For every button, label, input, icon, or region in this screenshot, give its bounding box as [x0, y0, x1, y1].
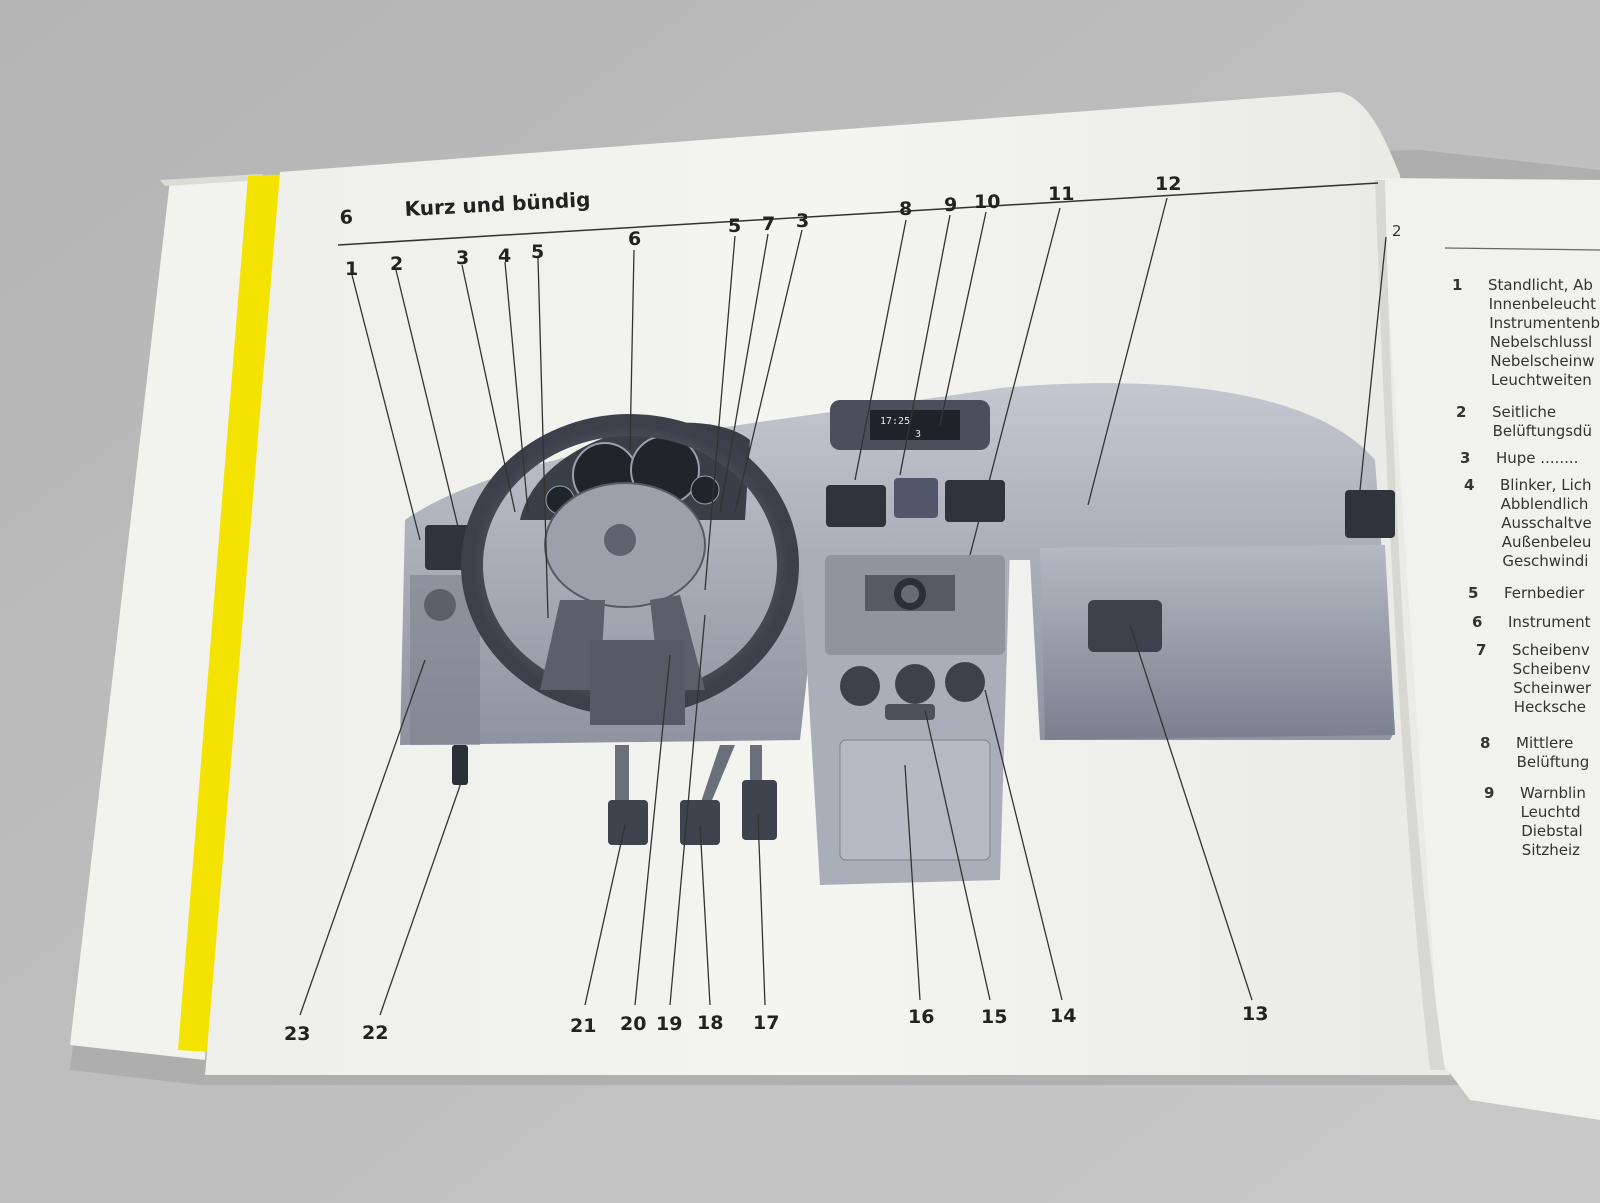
right-item-line: Belüftungsdü: [1493, 422, 1592, 440]
callout-3b: 3: [796, 210, 809, 232]
right-item-number: 4: [1464, 476, 1474, 494]
callout-13: 13: [1242, 1003, 1268, 1025]
right-item-line: Seitliche: [1492, 403, 1556, 421]
callout-2: 2: [390, 253, 403, 275]
callout-19: 19: [656, 1013, 682, 1035]
glovebox-handle: [1088, 600, 1162, 652]
right-item-number: 1: [1452, 276, 1462, 294]
right-item-number: 5: [1468, 584, 1478, 602]
right-item-number: 7: [1476, 641, 1486, 659]
callout-12: 12: [1155, 173, 1181, 195]
right-item-line: Leuchtweiten: [1491, 371, 1592, 389]
page-number: 6: [339, 206, 353, 229]
callout-14: 14: [1050, 1005, 1076, 1027]
right-item-line: Hecksche: [1514, 698, 1586, 716]
right-item-line: Abblendlich: [1501, 495, 1589, 513]
dashboard-illustration: 17:25 3: [400, 383, 1395, 885]
callout-17: 17: [753, 1012, 779, 1034]
display-time: 17:25: [880, 416, 910, 427]
display-line2: 3: [915, 429, 921, 440]
callout-20: 20: [620, 1013, 646, 1035]
right-item-line: Ausschaltve: [1501, 514, 1592, 532]
right-item-number: 6: [1472, 613, 1482, 631]
right-item-line: Scheibenv: [1512, 641, 1590, 659]
bonnet-release: [452, 745, 468, 785]
right-page: [1380, 178, 1600, 1120]
clutch-pedal: [608, 800, 648, 845]
callout-3: 3: [456, 247, 469, 269]
callout-21: 21: [570, 1015, 596, 1037]
right-item-number: 2: [1456, 403, 1466, 421]
callout-18: 18: [697, 1012, 723, 1034]
right-item-number: 8: [1480, 734, 1490, 752]
right-item-line: Warnblin: [1520, 784, 1586, 802]
callout-4: 4: [498, 245, 511, 267]
right-page-callout: 2: [1392, 222, 1402, 240]
right-item-line: Instrument: [1508, 613, 1591, 631]
callout-1: 1: [345, 258, 358, 280]
right-item-line: Nebelschlussl: [1490, 333, 1592, 351]
right-item-line: Fernbedier: [1504, 584, 1585, 602]
right-item-line: Außenbeleu: [1502, 533, 1592, 551]
callout-9: 9: [944, 194, 957, 216]
right-item-line: Blinker, Lich: [1500, 476, 1592, 494]
right-item-line: Diebstal: [1521, 822, 1583, 840]
callout-5: 5: [531, 241, 544, 263]
right-item-line: Leuchtd: [1521, 803, 1581, 821]
top-callouts: 1 2 3 4 5 6 5 7 3 8 9 10 11 12: [345, 173, 1181, 280]
right-item-line: Scheibenv: [1513, 660, 1591, 678]
right-item-line: Scheinwer: [1513, 679, 1592, 697]
bottom-callouts: 23 22 21 20 19 18 17 16 15 14 13: [284, 1003, 1268, 1045]
right-item-line: Standlicht, Ab: [1488, 276, 1593, 294]
right-item-line: Belüftung: [1517, 753, 1590, 771]
right-item-number: 3: [1460, 449, 1470, 467]
right-item-line: Geschwindi: [1502, 552, 1588, 570]
callout-11: 11: [1048, 183, 1074, 205]
callout-5b: 5: [728, 215, 741, 237]
right-item-line: Nebelscheinw: [1490, 352, 1594, 370]
right-item-line: Innenbeleucht: [1489, 295, 1597, 313]
callout-22: 22: [362, 1022, 388, 1044]
brake-pedal: [680, 800, 720, 845]
right-item-line: Sitzheiz: [1522, 841, 1580, 859]
callout-10: 10: [974, 191, 1000, 213]
accelerator-pedal: [742, 780, 777, 840]
callout-16: 16: [908, 1006, 934, 1028]
callout-6: 6: [628, 228, 641, 250]
right-item-line: Instrumentenb: [1489, 314, 1600, 332]
right-item-number: 9: [1484, 784, 1494, 802]
right-item-line: Mittlere: [1516, 734, 1573, 752]
callout-15: 15: [981, 1006, 1007, 1028]
callout-23: 23: [284, 1023, 310, 1045]
callout-8: 8: [899, 198, 912, 220]
callout-7: 7: [762, 213, 775, 235]
leader-lines: [299, 197, 1387, 1016]
right-item-line: Hupe ........: [1496, 449, 1578, 467]
